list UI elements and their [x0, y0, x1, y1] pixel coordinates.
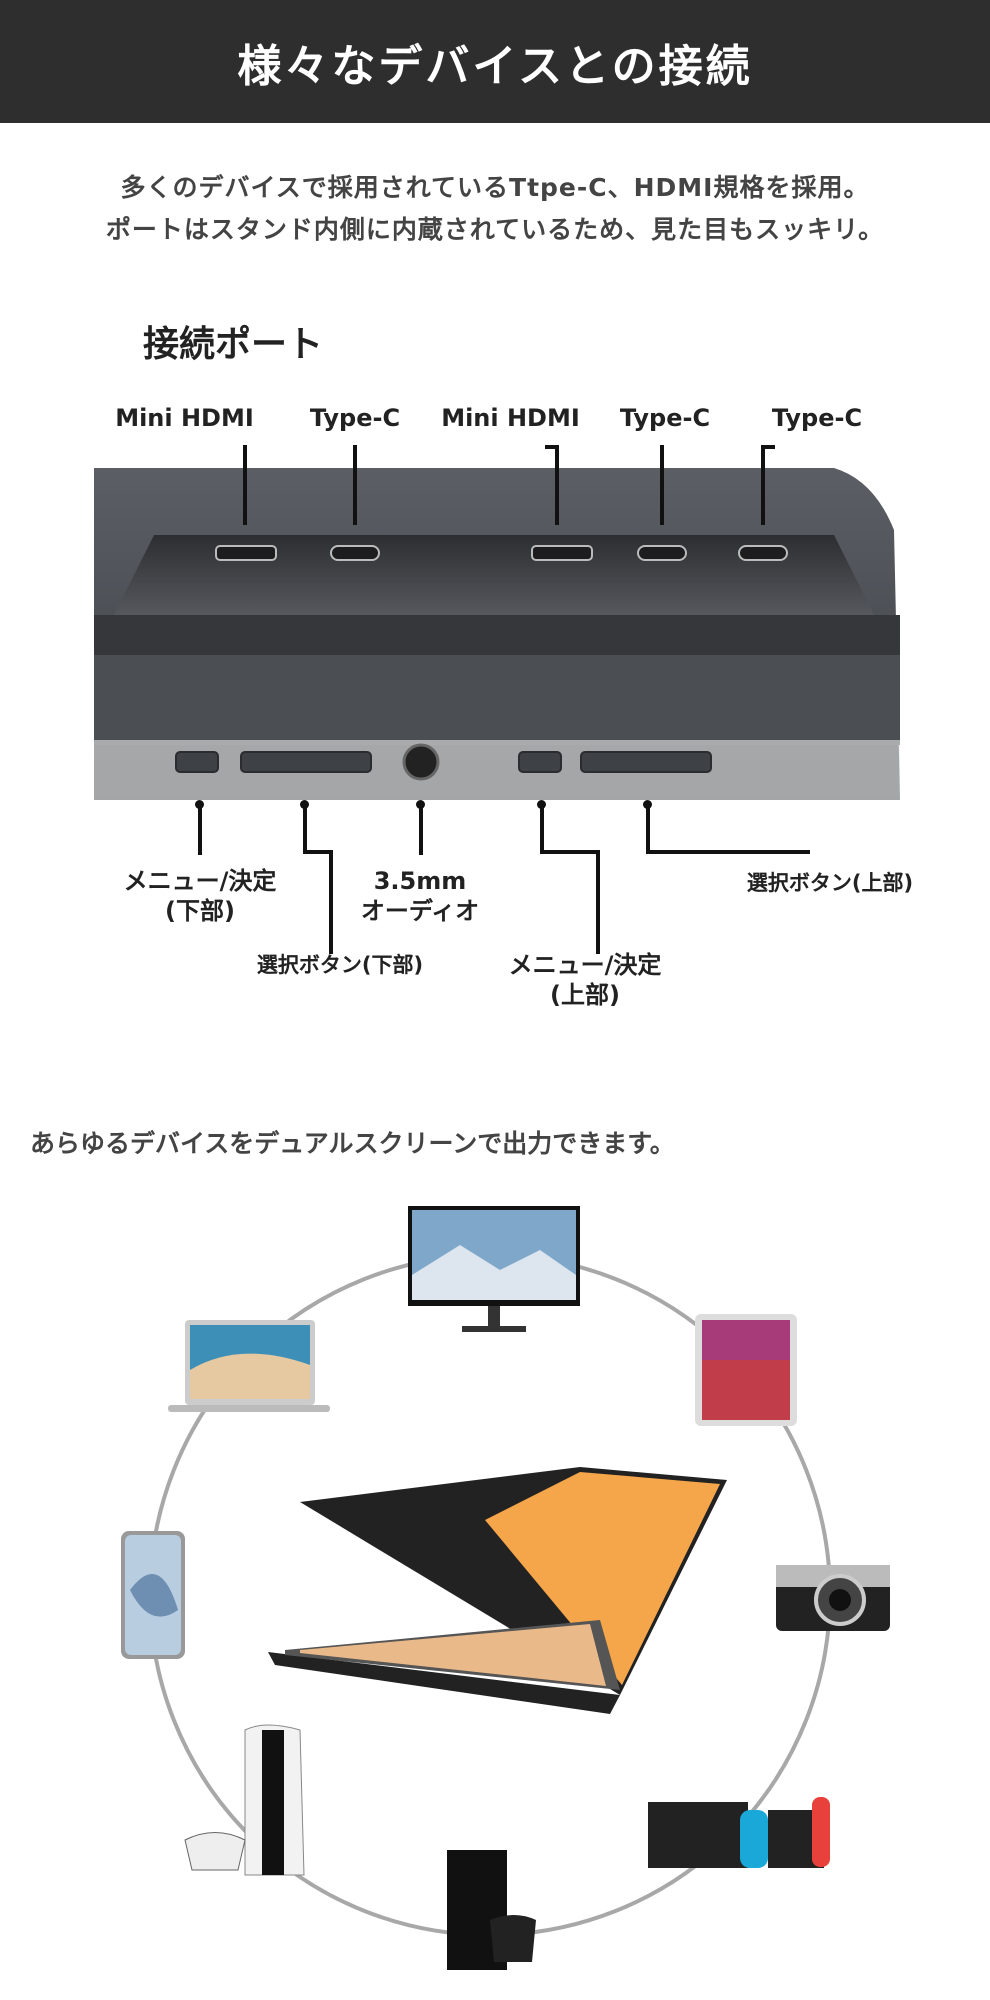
leader-line	[596, 850, 600, 954]
header-banner: 様々なデバイスとの接続	[0, 0, 990, 123]
leader-line	[303, 850, 333, 854]
laptop-icon	[168, 1320, 330, 1412]
label-select-lower: 選択ボタン(下部)	[256, 953, 424, 977]
smartphone-icon	[121, 1531, 185, 1659]
game-console-xbox-icon	[447, 1850, 536, 1970]
leader-line	[303, 803, 307, 853]
leader-line	[646, 803, 650, 853]
port-label-type-c-3: Type-C	[771, 404, 863, 432]
label-menu-lower: メニュー/決定(下部)	[123, 867, 277, 925]
game-console-ps5-icon	[184, 1724, 305, 1876]
monitor-stand-port-image	[94, 468, 900, 800]
devices-caption: あらゆるデバイスをデュアルスクリーンで出力できます。	[30, 1129, 675, 1158]
leader-line	[545, 445, 559, 449]
page-title: 様々なデバイスとの接続	[237, 40, 753, 92]
ports-title: 接続ポート	[143, 324, 324, 365]
leader-line	[243, 445, 247, 525]
leader-line	[646, 850, 810, 854]
leader-line	[540, 850, 600, 854]
leader-line	[540, 803, 544, 853]
leader-line	[761, 445, 775, 449]
leader-line	[761, 445, 765, 525]
leader-line	[555, 445, 559, 525]
leader-line	[419, 803, 423, 855]
leader-line	[198, 803, 202, 855]
port-label-type-c-1: Type-C	[309, 404, 401, 432]
dual-screen-laptop-icon	[268, 1467, 727, 1714]
port-label-mini-hdmi-2: Mini HDMI	[441, 404, 580, 432]
game-console-switch-icon	[648, 1797, 830, 1868]
intro-line-2: ポートはスタンド内側に内蔵されているため、見た目もスッキリ。	[105, 215, 885, 244]
label-select-upper: 選択ボタン(上部)	[746, 871, 914, 895]
devices-diagram	[121, 1206, 890, 1970]
leader-line	[660, 445, 664, 525]
monitor-icon	[408, 1206, 580, 1332]
intro-line-1: 多くのデバイスで採用されているTtpe-C、HDMI規格を採用。	[120, 173, 870, 202]
label-menu-upper: メニュー/決定(上部)	[508, 951, 662, 1009]
port-label-mini-hdmi-1: Mini HDMI	[115, 404, 254, 432]
leader-line	[329, 850, 333, 954]
leader-line	[353, 445, 357, 525]
camera-icon	[776, 1565, 890, 1631]
tablet-icon	[695, 1314, 797, 1426]
port-label-type-c-2: Type-C	[619, 404, 711, 432]
